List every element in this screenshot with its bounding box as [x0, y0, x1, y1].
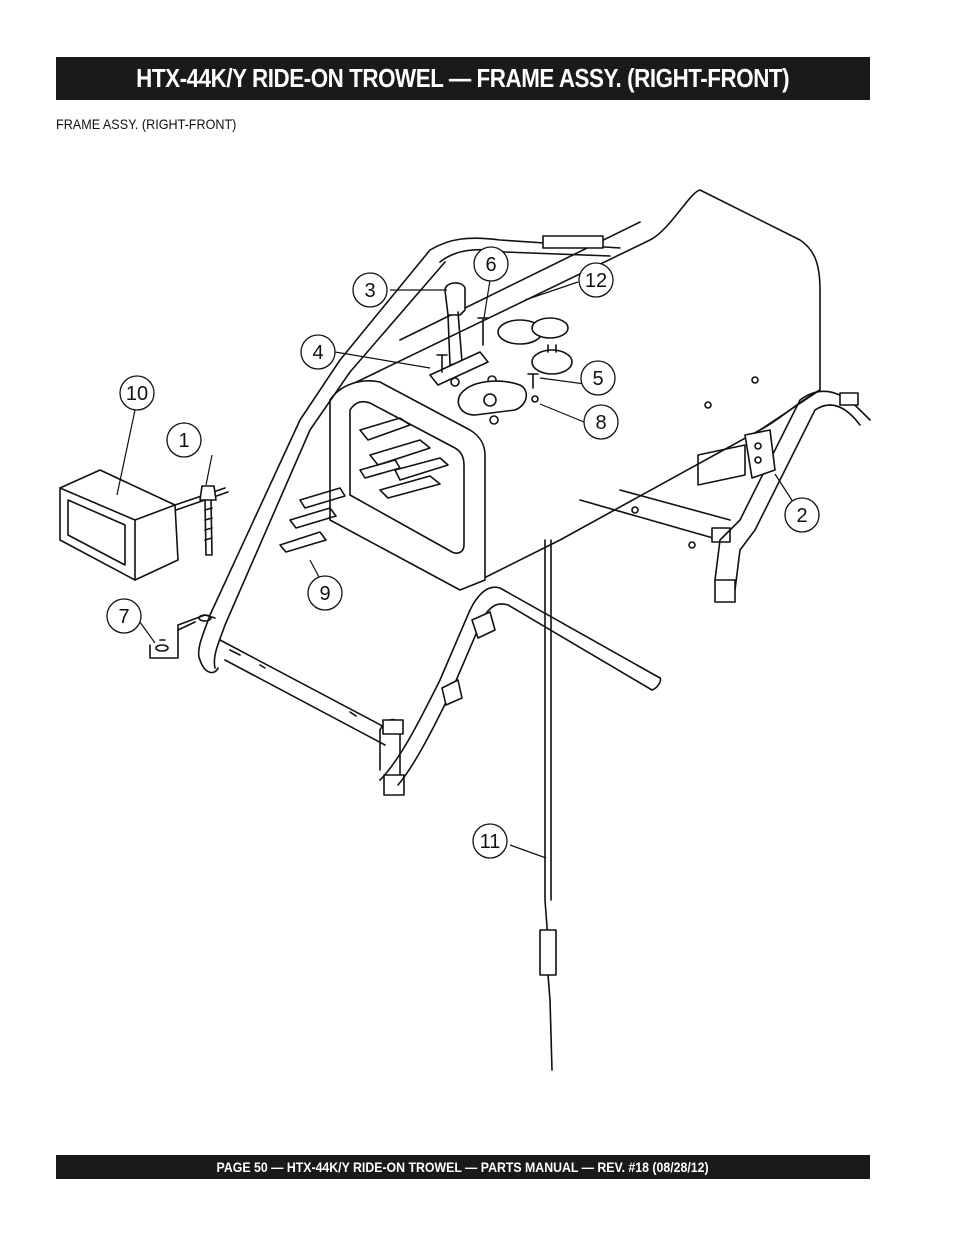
- callout-number: 9: [319, 583, 330, 605]
- page-footer-bar: PAGE 50 — HTX-44K/Y RIDE-ON TROWEL — PAR…: [56, 1155, 870, 1179]
- callout-9: 9: [307, 575, 343, 611]
- page-title: HTX-44K/Y RIDE-ON TROWEL — FRAME ASSY. (…: [136, 63, 790, 93]
- callout-12: 12: [578, 262, 614, 298]
- callout-number: 7: [118, 606, 129, 628]
- leader-lines: [116, 279, 796, 859]
- callout-11: 11: [472, 823, 508, 859]
- callout-1: 1: [166, 422, 202, 458]
- callout-number: 6: [485, 254, 496, 276]
- callout-number: 1: [178, 430, 189, 452]
- section-subtitle: FRAME ASSY. (RIGHT-FRONT): [56, 116, 237, 132]
- callout-number: 8: [595, 412, 606, 434]
- callout-number: 3: [364, 280, 375, 302]
- callout-number: 10: [126, 383, 148, 405]
- frame-drawing: [59, 189, 871, 1071]
- callout-7: 7: [106, 598, 142, 634]
- callout-5: 5: [580, 360, 616, 396]
- callout-10: 10: [119, 375, 155, 411]
- page-title-bar: HTX-44K/Y RIDE-ON TROWEL — FRAME ASSY. (…: [56, 57, 870, 100]
- callout-number: 2: [796, 505, 807, 527]
- callout-3: 3: [352, 272, 388, 308]
- callout-number: 12: [585, 270, 607, 292]
- callout-4: 4: [300, 334, 336, 370]
- callout-8: 8: [583, 404, 619, 440]
- callout-number: 5: [592, 368, 603, 390]
- page-footer: PAGE 50 — HTX-44K/Y RIDE-ON TROWEL — PAR…: [216, 1159, 710, 1175]
- callout-6: 6: [473, 246, 509, 282]
- callout-number: 4: [312, 342, 323, 364]
- callout-number: 11: [480, 831, 501, 853]
- callout-2: 2: [784, 497, 820, 533]
